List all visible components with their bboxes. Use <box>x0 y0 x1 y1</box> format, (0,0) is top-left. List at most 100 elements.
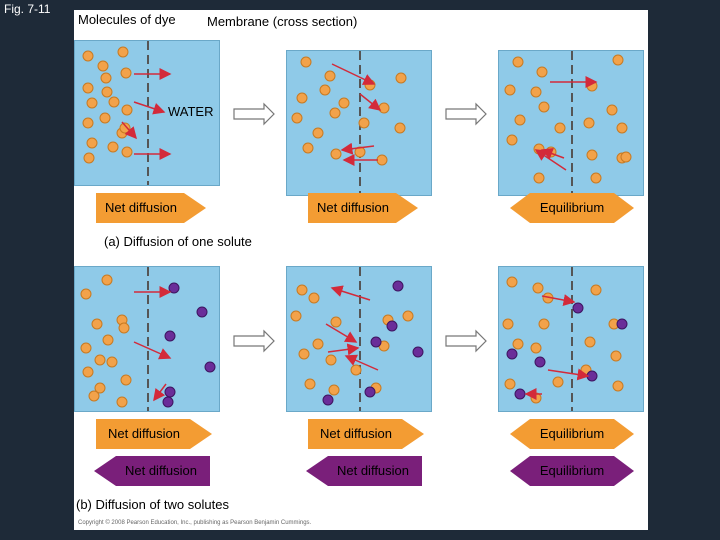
orange-molecule <box>101 86 113 98</box>
purple-molecule <box>370 336 382 348</box>
movement-arrow <box>344 354 379 371</box>
purple-molecule <box>164 330 176 342</box>
movement-arrow <box>327 343 360 356</box>
water-label: WATER <box>166 104 216 119</box>
orange-molecule <box>502 318 514 330</box>
orange-molecule <box>612 54 624 66</box>
net-diffusion-arrow-a1: Net diffusion <box>96 193 206 223</box>
orange-molecule <box>298 348 310 360</box>
movement-arrow <box>359 93 382 111</box>
orange-molecule <box>304 378 316 390</box>
membrane-line <box>147 267 149 411</box>
orange-molecule <box>533 172 545 184</box>
orange-molecule <box>590 284 602 296</box>
transition-arrows <box>233 102 487 353</box>
purple-molecule <box>196 306 208 318</box>
purple-molecule <box>616 318 628 330</box>
orange-molecule <box>86 97 98 109</box>
orange-molecule <box>584 336 596 348</box>
purple-molecule <box>168 282 180 294</box>
equilibrium-purple-arrow-b3: Equilibrium <box>510 456 634 486</box>
purple-molecule <box>412 346 424 358</box>
orange-molecule <box>552 376 564 388</box>
purple-molecule <box>164 386 176 398</box>
net-diffusion-arrow-a2: Net diffusion <box>308 193 418 223</box>
orange-molecule <box>620 151 632 163</box>
membrane-line <box>359 267 361 411</box>
movement-arrow <box>534 149 567 171</box>
orange-molecule <box>514 114 526 126</box>
orange-molecule <box>530 86 542 98</box>
orange-molecule <box>118 322 130 334</box>
orange-molecule <box>82 117 94 129</box>
movement-arrow <box>331 63 376 85</box>
purple-molecule <box>514 388 526 400</box>
orange-molecule <box>554 122 566 134</box>
orange-molecule <box>506 276 518 288</box>
orange-molecule <box>590 172 602 184</box>
movement-arrow <box>133 101 166 115</box>
orange-molecule <box>94 354 106 366</box>
orange-molecule <box>86 137 98 149</box>
movement-arrow <box>133 341 172 360</box>
orange-molecule <box>99 112 111 124</box>
caption-a: (a) Diffusion of one solute <box>104 234 252 249</box>
orange-molecule <box>80 342 92 354</box>
orange-molecule <box>538 101 550 113</box>
orange-molecule <box>290 310 302 322</box>
orange-molecule <box>82 50 94 62</box>
orange-molecule <box>378 102 390 114</box>
orange-molecule <box>102 334 114 346</box>
figure-label: Fig. 7-11 <box>4 2 51 16</box>
orange-molecule <box>512 338 524 350</box>
purple-molecule <box>392 280 404 292</box>
net-diffusion-orange-arrow-b1: Net diffusion <box>96 419 212 449</box>
orange-molecule <box>97 60 109 72</box>
membrane-line <box>571 267 573 411</box>
purple-molecule <box>572 302 584 314</box>
purple-molecule <box>204 361 216 373</box>
orange-molecule <box>324 70 336 82</box>
movement-arrow <box>340 142 375 155</box>
orange-molecule <box>108 96 120 108</box>
orange-molecule <box>121 104 133 116</box>
orange-molecule <box>120 374 132 386</box>
molecules-of-dye-label: Molecules of dye <box>78 12 176 27</box>
orange-molecule <box>329 107 341 119</box>
purple-molecule <box>534 356 546 368</box>
orange-molecule <box>308 292 320 304</box>
orange-molecule <box>394 122 406 134</box>
orange-molecule <box>116 396 128 408</box>
purple-molecule <box>506 348 518 360</box>
orange-molecule <box>291 112 303 124</box>
orange-molecule <box>612 380 624 392</box>
caption-b: (b) Diffusion of two solutes <box>76 497 229 512</box>
orange-molecule <box>328 384 340 396</box>
movement-arrow <box>121 121 137 140</box>
orange-molecule <box>319 84 331 96</box>
membrane-line <box>147 41 149 185</box>
orange-molecule <box>117 46 129 58</box>
orange-molecule <box>82 366 94 378</box>
orange-molecule <box>100 72 112 84</box>
orange-molecule <box>616 122 628 134</box>
equilibrium-orange-arrow-b3: Equilibrium <box>510 419 634 449</box>
net-diffusion-purple-arrow-b1: Net diffusion <box>94 456 210 486</box>
orange-molecule <box>91 318 103 330</box>
orange-molecule <box>88 390 100 402</box>
orange-molecule <box>302 142 314 154</box>
orange-molecule <box>82 82 94 94</box>
orange-molecule <box>121 146 133 158</box>
movement-arrow <box>330 285 371 301</box>
purple-molecule <box>386 320 398 332</box>
orange-molecule <box>296 92 308 104</box>
orange-molecule <box>330 316 342 328</box>
orange-molecule <box>106 356 118 368</box>
orange-molecule <box>312 127 324 139</box>
purple-molecule <box>162 396 174 408</box>
orange-molecule <box>532 282 544 294</box>
orange-molecule <box>536 66 548 78</box>
movement-arrow <box>153 383 167 402</box>
movement-arrow <box>541 294 576 306</box>
orange-molecule <box>296 284 308 296</box>
